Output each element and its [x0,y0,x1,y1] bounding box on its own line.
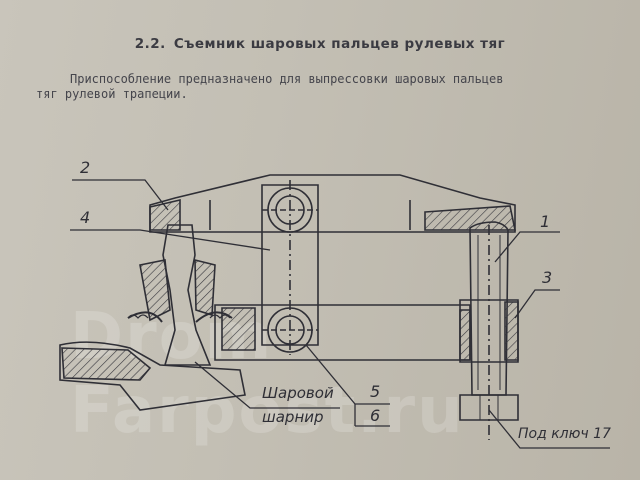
leader-1 [494,231,560,263]
description-line-1: Приспособление предназначено для выпресс… [70,72,504,86]
pin-housing-right [194,258,216,317]
ball-pin [162,224,212,366]
crossbar-hatch-right [424,205,516,231]
callout-wrench-size: Под ключ 17 [518,426,611,442]
description-line-2: тяг рулевой трапеции. [36,87,188,101]
callout-6: 6 [370,406,381,425]
callout-4: 4 [80,208,91,227]
crossbar-outline [149,174,516,233]
leader-3 [514,289,560,319]
leader-wrench [488,409,610,449]
pin-housing-left [139,259,171,322]
knuckle-base [59,341,246,411]
nut-3 [459,299,519,363]
force-screw [469,221,509,396]
leader-joint [194,361,340,409]
hex-head [459,394,519,421]
dust-boot [127,311,233,323]
leader-2 [72,179,169,211]
callout-5: 5 [370,382,381,401]
callout-2: 2 [80,158,91,177]
link-plate [261,184,319,346]
section-heading: 2.2. Съемник шаровых пальцев рулевых тяг [0,36,640,52]
callout-joint-line-2: шарнир [262,408,324,426]
crossbar-hatch-left [149,198,181,231]
section-number: 2.2. [134,36,166,52]
callout-joint-line-1: Шаровой [262,384,334,402]
description-paragraph: Приспособление предназначено для выпресс… [36,72,618,102]
leader-4 [70,229,271,251]
callout-1: 1 [540,212,551,231]
lower-bar-hatch [221,307,256,351]
callout-3: 3 [542,268,553,287]
section-title: Съемник шаровых пальцев рулевых тяг [173,36,506,52]
